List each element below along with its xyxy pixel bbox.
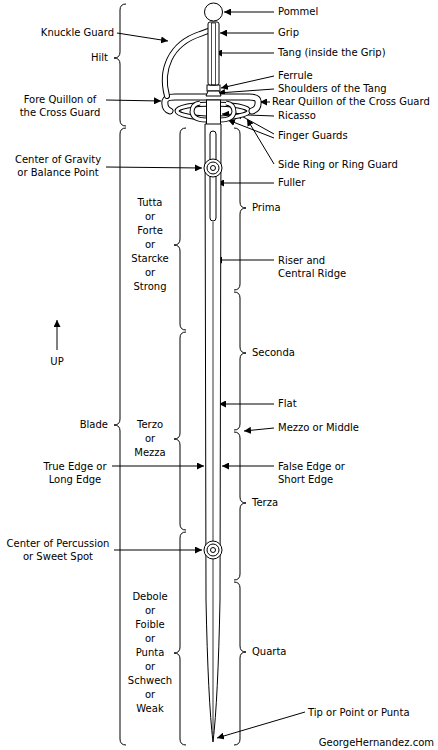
knuckle-guard-inner: [165, 31, 208, 96]
bracket: [114, 128, 126, 745]
leader-line: [222, 466, 274, 467]
leader-lines: [57, 12, 305, 738]
blade: [205, 124, 221, 742]
leader-line: [106, 100, 161, 101]
part-label: Center of Percussion or Sweet Spot: [4, 537, 112, 563]
part-label: Grip: [278, 26, 299, 39]
zone-label: Terzo or Mezza: [134, 418, 165, 460]
sword: [165, 3, 258, 742]
part-label: Finger Guards: [278, 129, 348, 142]
leader-line: [217, 712, 305, 738]
part-label: Side Ring or Ring Guard: [278, 158, 398, 171]
bracket: [234, 582, 246, 745]
part-label: Center of Gravity or Balance Point: [12, 153, 104, 179]
leader-line: [218, 89, 274, 93]
finger-guard: [192, 103, 206, 120]
part-label: Fore Quillon of the Cross Guard: [17, 93, 103, 119]
up-arrow: [57, 320, 58, 350]
part-label: Tang (inside the Grip): [278, 46, 386, 59]
leader-line: [217, 183, 274, 184]
bracket: [114, 4, 126, 126]
part-label: Quarta: [252, 645, 287, 658]
part-label: True Edge or Long Edge: [41, 460, 109, 486]
leader-line: [228, 120, 274, 138]
leader-line: [220, 33, 274, 34]
part-label: False Edge or Short Edge: [278, 460, 352, 486]
balance-point-mark: [204, 159, 222, 177]
tang: [212, 23, 216, 85]
leader-line: [221, 76, 274, 88]
leader-line: [215, 260, 274, 261]
leader-line: [106, 167, 202, 168]
part-label: Mezzo or Middle: [278, 421, 359, 434]
finger-guard-inner: [220, 103, 234, 120]
central-ridge: [213, 222, 214, 734]
knuckle-guard: [165, 31, 208, 96]
part-label: Pommel: [278, 5, 318, 18]
part-label: Flat: [278, 397, 297, 410]
part-label: Tip or Point or Punta: [308, 706, 410, 719]
pommel: [205, 3, 223, 21]
bracket: [234, 128, 246, 290]
finger-guard-inner: [192, 103, 206, 120]
part-label: Rear Quillon of the Cross Guard: [272, 95, 430, 108]
leader-line: [224, 12, 274, 13]
bracket: [234, 292, 246, 430]
part-label: UP: [50, 355, 63, 368]
part-label: Terza: [252, 496, 278, 509]
part-label: Prima: [252, 201, 281, 214]
bracket: [174, 332, 186, 530]
zone-label: Tutta or Forte or Starcke or Strong: [131, 196, 168, 294]
leader-line: [112, 466, 204, 467]
zone-label: Debole or Foible or Punta or Schwech or …: [128, 590, 172, 716]
part-label: Blade: [80, 418, 108, 431]
part-label: Ferrule: [278, 69, 313, 82]
bracket: [174, 128, 186, 330]
leader-line: [117, 33, 168, 41]
part-label: Seconda: [252, 346, 295, 359]
leader-line: [244, 428, 274, 431]
part-label: GeorgeHernandez.com: [319, 736, 434, 749]
leader-line: [215, 53, 274, 54]
ricasso: [207, 100, 221, 125]
finger-guard: [220, 103, 234, 120]
sweet-spot-mark: [204, 541, 222, 559]
bracket: [234, 432, 246, 580]
leader-line: [247, 119, 274, 164]
part-label: Hilt: [91, 51, 108, 64]
tang-shoulders: [206, 91, 221, 96]
part-label: Ricasso: [278, 109, 316, 122]
part-label: Shoulders of the Tang: [278, 82, 387, 95]
leader-line: [114, 550, 202, 551]
grip: [208, 22, 219, 85]
part-label: Riser and Central Ridge: [278, 254, 350, 280]
bracket: [174, 532, 186, 745]
part-label: Knuckle Guard: [41, 26, 114, 39]
part-label: Fuller: [278, 176, 305, 189]
leader-line: [219, 404, 274, 405]
ferrule: [207, 85, 220, 91]
